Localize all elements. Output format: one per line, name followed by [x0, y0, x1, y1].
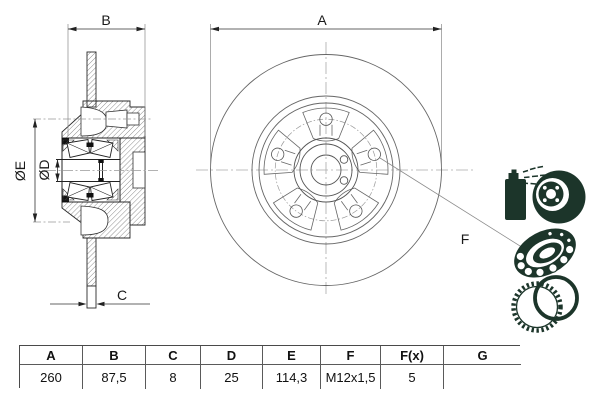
bearing-balls: [515, 244, 575, 278]
table-value-cell: [444, 365, 521, 389]
table-header-cell: F: [321, 346, 381, 365]
dim-d-label: ØD: [36, 160, 52, 181]
table-value-cell: 8: [146, 365, 201, 389]
table-value-cell: 25: [201, 365, 263, 389]
dimension-c: C: [50, 287, 150, 307]
smooth-ring: [533, 275, 579, 321]
hub-inner-ring: [258, 102, 394, 238]
roller: [90, 181, 114, 202]
bore-notch: [339, 155, 349, 164]
bolt-pocket: [302, 107, 350, 142]
bolt-circle-centerline: [274, 118, 378, 222]
table-header-cell: B: [83, 346, 146, 365]
dim-e-label: ØE: [12, 161, 28, 181]
dim-a-label: A: [317, 12, 327, 28]
center-flange-circle: [293, 137, 359, 203]
wheel-bearing-icon: [514, 228, 576, 278]
coated-disc-icon: [505, 165, 586, 224]
dim-b-label: B: [101, 12, 110, 28]
table-header-cell: C: [146, 346, 201, 365]
abs-ring-icon: [511, 275, 579, 333]
dimension-spec-table: A B C D E F F(x) G 260 87,5 8 25 114,3 M…: [19, 345, 521, 389]
roller: [90, 138, 114, 159]
hat-pocket-bottom: [80, 205, 109, 236]
bore-notch: [339, 176, 349, 185]
bolt-pocket: [272, 187, 319, 231]
bolt-pocket-pattern: [263, 107, 389, 231]
bolt-pocket: [351, 129, 389, 175]
pilot-bore: [132, 151, 146, 189]
dimension-b: B: [67, 12, 146, 136]
table-header-cell: E: [263, 346, 321, 365]
dim-c-label: C: [117, 287, 127, 303]
front-view: [196, 42, 476, 296]
center-bore: [310, 154, 342, 186]
disc-outer-edge: [210, 54, 442, 286]
callout-f-label: F: [461, 231, 470, 247]
disc-plate-tip: [86, 285, 97, 309]
callout-f: F: [379, 157, 537, 257]
table-value-cell: M12x1,5: [321, 365, 381, 389]
hub-outer-circle: [251, 95, 401, 245]
cage: [86, 193, 94, 198]
wheel-bearing-section: [56, 137, 121, 203]
disc-plate-top: [86, 51, 97, 108]
toothed-ring: [511, 281, 563, 333]
bolt-pocket: [263, 129, 301, 175]
cage: [86, 142, 94, 147]
table-header-cell: D: [201, 346, 263, 365]
dimension-a: A: [210, 12, 442, 168]
dimension-d: ØD: [36, 159, 60, 182]
table-header-cell: A: [20, 346, 83, 365]
table-value-cell: 260: [20, 365, 83, 389]
table-header-cell: G: [444, 346, 521, 365]
bolt-hole-pocket: [105, 109, 128, 129]
table-value-cell: 114,3: [263, 365, 321, 389]
table-value-cell: 87,5: [83, 365, 146, 389]
disc-plate-bottom: [86, 237, 97, 287]
center-step-circle: [299, 143, 353, 197]
bolt-pocket: [333, 187, 380, 231]
cross-section-view: [33, 51, 160, 309]
brake-disc-drawing: A F: [12, 12, 586, 333]
dimension-e: ØE: [12, 119, 38, 222]
table-header-cell: F(x): [381, 346, 444, 365]
table-value-cell: 5: [381, 365, 444, 389]
